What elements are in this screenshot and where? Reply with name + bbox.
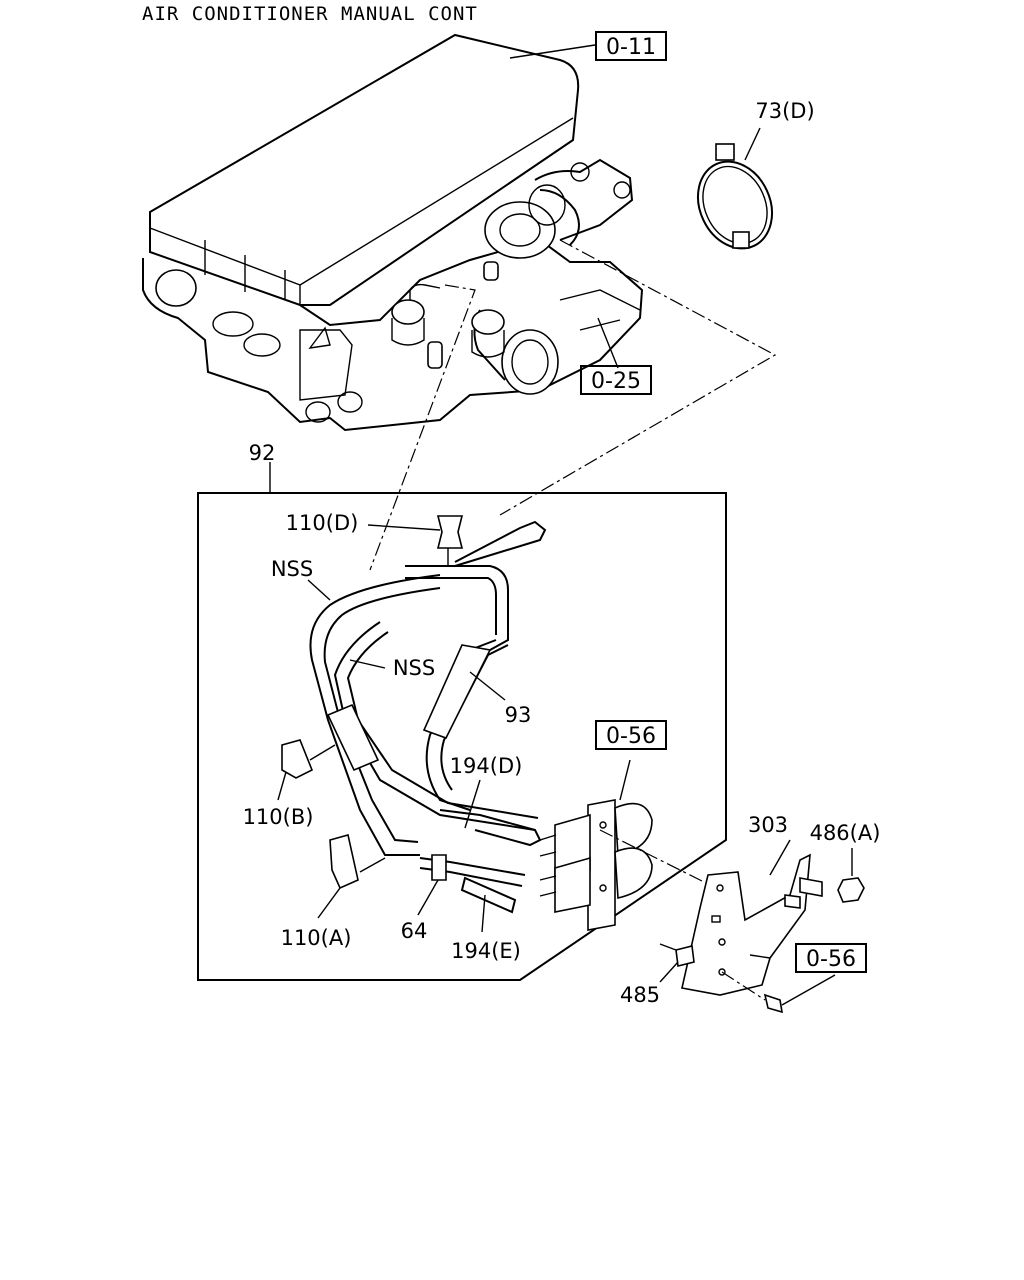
ref-bolt-label: 0-56	[806, 947, 856, 972]
ref-valve-label: 0-56	[606, 724, 656, 749]
ref-box-manifold: 0-25	[580, 365, 652, 395]
vacuum-valve: 0-56	[539, 720, 667, 931]
callout-92: 92	[249, 441, 276, 465]
callout-486a: 486(A)	[810, 821, 881, 845]
callout-nss-lower: NSS	[393, 656, 435, 680]
ref-top-label: 0-11	[606, 35, 656, 60]
callout-64: 64	[401, 919, 428, 943]
callout-303: 303	[748, 813, 788, 837]
bracket-303: 303 486(A) 485 0-56	[599, 813, 881, 1014]
diagram-title: AIR CONDITIONER MANUAL CONT	[142, 3, 478, 25]
callout-485: 485	[620, 983, 660, 1007]
callout-nss-upper: NSS	[271, 557, 313, 581]
engine-leaders	[369, 44, 777, 571]
hose-clamp-73d: 73(D)	[697, 99, 815, 250]
hose-routing	[281, 515, 547, 914]
ref-manifold-label: 0-25	[591, 369, 641, 394]
callout-194d: 194(D)	[450, 754, 523, 778]
callout-73d: 73(D)	[755, 99, 814, 123]
callout-110b: 110(B)	[243, 805, 314, 829]
hose-callouts: 110(D) NSS NSS 93 194(D) 110(B) 110(A) 6…	[243, 511, 532, 963]
callout-110d: 110(D)	[286, 511, 359, 535]
ref-box-top: 0-11	[595, 31, 667, 61]
callout-110a: 110(A)	[281, 926, 352, 950]
callout-93: 93	[505, 703, 532, 727]
engine-assembly	[142, 33, 644, 432]
callout-194e: 194(E)	[451, 939, 521, 963]
assembly-frame-92: 92	[197, 441, 727, 981]
